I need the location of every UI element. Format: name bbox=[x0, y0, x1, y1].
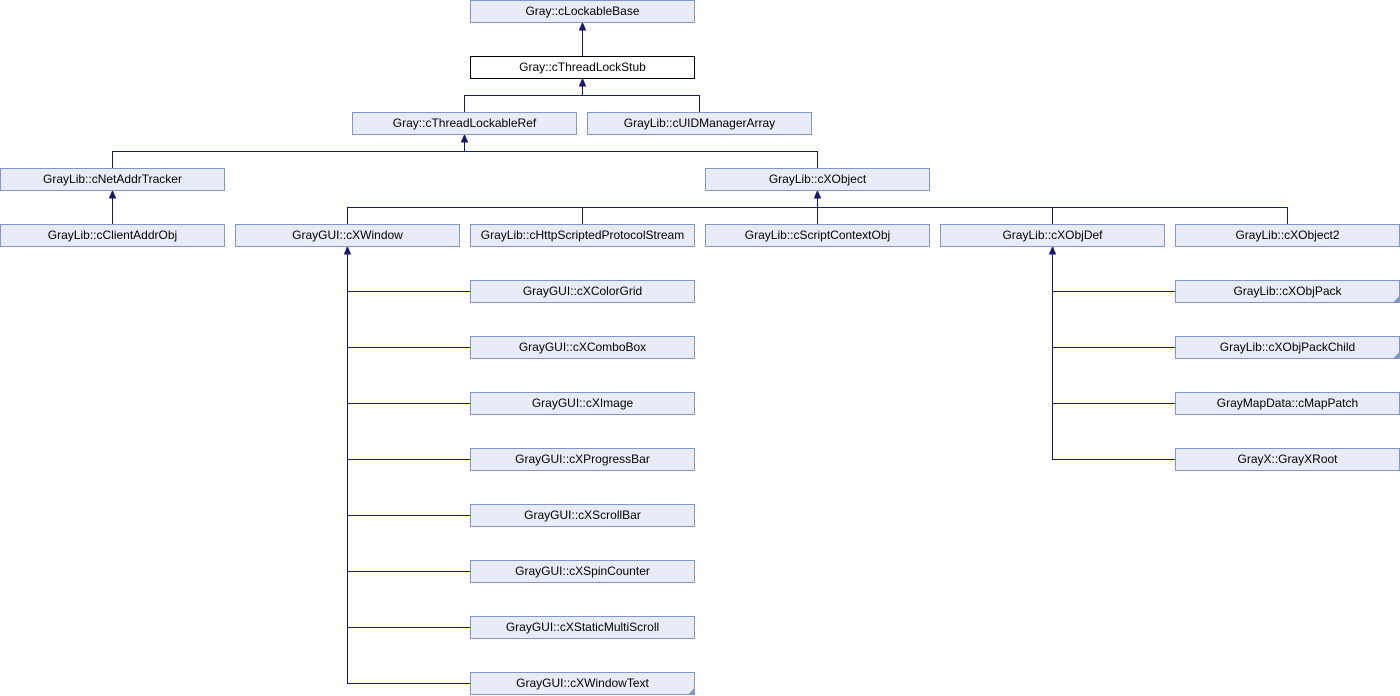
class-node-net-addr-tracker[interactable]: GrayLib::cNetAddrTracker bbox=[0, 168, 225, 191]
class-box bbox=[470, 0, 695, 23]
class-box bbox=[470, 56, 695, 79]
class-label: GrayX::GrayXRoot bbox=[1237, 452, 1338, 466]
inheritance-arrowhead bbox=[1048, 245, 1057, 255]
class-label: GrayLib::cXObject bbox=[769, 172, 867, 186]
class-box bbox=[470, 616, 695, 639]
class-label: GrayGUI::cXStaticMultiScroll bbox=[506, 620, 659, 634]
class-label: GrayGUI::cXWindow bbox=[292, 228, 403, 242]
edge-xobject2-to-xobject bbox=[817, 197, 1288, 224]
edge-xprogress-bar-to-xwindow bbox=[347, 253, 470, 460]
class-box bbox=[0, 224, 225, 247]
class-node-script-context-obj[interactable]: GrayLib::cScriptContextObj bbox=[705, 224, 930, 247]
inheritance-arrowhead bbox=[813, 189, 822, 199]
edge-xobject-to-thread-lockable-ref bbox=[464, 141, 818, 168]
class-label: GrayGUI::cXProgressBar bbox=[515, 452, 650, 466]
class-node-xscroll-bar[interactable]: GrayGUI::cXScrollBar bbox=[470, 504, 695, 527]
class-node-xspin-counter[interactable]: GrayGUI::cXSpinCounter bbox=[470, 560, 695, 583]
class-node-xobject[interactable]: GrayLib::cXObject bbox=[705, 168, 930, 191]
class-node-xwindow[interactable]: GrayGUI::cXWindow bbox=[235, 224, 460, 247]
class-box bbox=[235, 224, 460, 247]
class-box bbox=[470, 448, 695, 471]
class-box bbox=[352, 112, 577, 135]
class-node-ximage[interactable]: GrayGUI::cXImage bbox=[470, 392, 695, 415]
class-label: Gray::cThreadLockableRef bbox=[393, 116, 537, 130]
class-label: Gray::cThreadLockStub bbox=[519, 60, 646, 74]
class-node-grayx-root[interactable]: GrayX::GrayXRoot bbox=[1175, 448, 1400, 471]
inheritance-arrowhead bbox=[578, 77, 587, 87]
edge-xspin-counter-to-xwindow bbox=[347, 253, 470, 572]
class-box bbox=[940, 224, 1165, 247]
class-label: GrayLib::cHttpScriptedProtocolStream bbox=[481, 228, 684, 242]
edge-grayx-root-to-xobj-def bbox=[1052, 253, 1175, 460]
class-node-xobject2[interactable]: GrayLib::cXObject2 bbox=[1175, 224, 1400, 247]
class-node-uid-manager-array[interactable]: GrayLib::cUIDManagerArray bbox=[587, 112, 812, 135]
class-node-http-scripted-protocol-stream[interactable]: GrayLib::cHttpScriptedProtocolStream bbox=[470, 224, 695, 247]
class-node-xwindow-text[interactable]: GrayGUI::cXWindowText bbox=[470, 672, 695, 695]
class-label: GrayGUI::cXWindowText bbox=[516, 676, 649, 690]
class-node-thread-lockable-ref[interactable]: Gray::cThreadLockableRef bbox=[352, 112, 577, 135]
class-label: GrayGUI::cXColorGrid bbox=[523, 284, 642, 298]
edge-xcombo-box-to-xwindow bbox=[347, 253, 470, 348]
class-box bbox=[705, 168, 930, 191]
class-node-xstatic-multi-scroll[interactable]: GrayGUI::cXStaticMultiScroll bbox=[470, 616, 695, 639]
class-box bbox=[470, 392, 695, 415]
edge-xobj-pack-to-xobj-def bbox=[1052, 253, 1175, 292]
edge-uid-manager-array-to-thread-lock-stub bbox=[582, 85, 700, 112]
edge-ximage-to-xwindow bbox=[347, 253, 470, 404]
class-label: GrayGUI::cXComboBox bbox=[519, 340, 646, 354]
edge-http-scripted-protocol-stream-to-xobject bbox=[582, 197, 818, 224]
class-label: GrayGUI::cXSpinCounter bbox=[515, 564, 650, 578]
class-label: GrayLib::cXObjPack bbox=[1233, 284, 1342, 298]
class-node-map-patch[interactable]: GrayMapData::cMapPatch bbox=[1175, 392, 1400, 415]
class-box bbox=[470, 224, 695, 247]
inheritance-arrowhead bbox=[108, 189, 117, 199]
edge-xobj-def-to-xobject bbox=[817, 197, 1053, 224]
class-node-xcombo-box[interactable]: GrayGUI::cXComboBox bbox=[470, 336, 695, 359]
class-box bbox=[470, 336, 695, 359]
edge-net-addr-tracker-to-thread-lockable-ref bbox=[112, 141, 465, 168]
class-box bbox=[470, 560, 695, 583]
class-label: GrayGUI::cXScrollBar bbox=[524, 508, 641, 522]
class-label: GrayLib::cXObject2 bbox=[1235, 228, 1339, 242]
more-children-marker bbox=[688, 688, 695, 695]
class-label: GrayMapData::cMapPatch bbox=[1217, 396, 1358, 410]
class-node-xcolor-grid[interactable]: GrayGUI::cXColorGrid bbox=[470, 280, 695, 303]
edge-xscroll-bar-to-xwindow bbox=[347, 253, 470, 516]
class-label: GrayLib::cNetAddrTracker bbox=[43, 172, 182, 186]
class-label: GrayLib::cXObjDef bbox=[1002, 228, 1103, 242]
inheritance-arrowhead bbox=[343, 245, 352, 255]
class-label: Gray::cLockableBase bbox=[525, 4, 639, 18]
class-box bbox=[587, 112, 812, 135]
class-label: GrayLib::cUIDManagerArray bbox=[624, 116, 775, 130]
edge-thread-lockable-ref-to-thread-lock-stub bbox=[464, 85, 583, 112]
class-box bbox=[705, 224, 930, 247]
class-node-lockable-base[interactable]: Gray::cLockableBase bbox=[470, 0, 695, 23]
more-children-marker bbox=[1393, 352, 1400, 359]
edge-map-patch-to-xobj-def bbox=[1052, 253, 1175, 404]
inheritance-arrowhead bbox=[578, 21, 587, 31]
class-node-client-addr-obj[interactable]: GrayLib::cClientAddrObj bbox=[0, 224, 225, 247]
more-children-marker bbox=[1393, 296, 1400, 303]
class-box bbox=[0, 168, 225, 191]
edge-xwindow-text-to-xwindow bbox=[347, 253, 470, 684]
class-label: GrayLib::cClientAddrObj bbox=[48, 228, 177, 242]
class-node-xprogress-bar[interactable]: GrayGUI::cXProgressBar bbox=[470, 448, 695, 471]
class-node-xobj-def[interactable]: GrayLib::cXObjDef bbox=[940, 224, 1165, 247]
class-label: GrayGUI::cXImage bbox=[532, 396, 634, 410]
edge-xcolor-grid-to-xwindow bbox=[347, 253, 470, 292]
class-node-xobj-pack-child[interactable]: GrayLib::cXObjPackChild bbox=[1175, 336, 1400, 359]
class-box bbox=[470, 672, 695, 695]
class-box bbox=[470, 504, 695, 527]
edges-layer bbox=[108, 21, 1288, 684]
class-label: GrayLib::cScriptContextObj bbox=[745, 228, 890, 242]
edge-xobj-pack-child-to-xobj-def bbox=[1052, 253, 1175, 348]
class-node-thread-lock-stub: Gray::cThreadLockStub bbox=[470, 56, 695, 79]
class-node-xobj-pack[interactable]: GrayLib::cXObjPack bbox=[1175, 280, 1400, 303]
inheritance-arrowhead bbox=[460, 133, 469, 143]
class-label: GrayLib::cXObjPackChild bbox=[1220, 340, 1355, 354]
class-box bbox=[470, 280, 695, 303]
